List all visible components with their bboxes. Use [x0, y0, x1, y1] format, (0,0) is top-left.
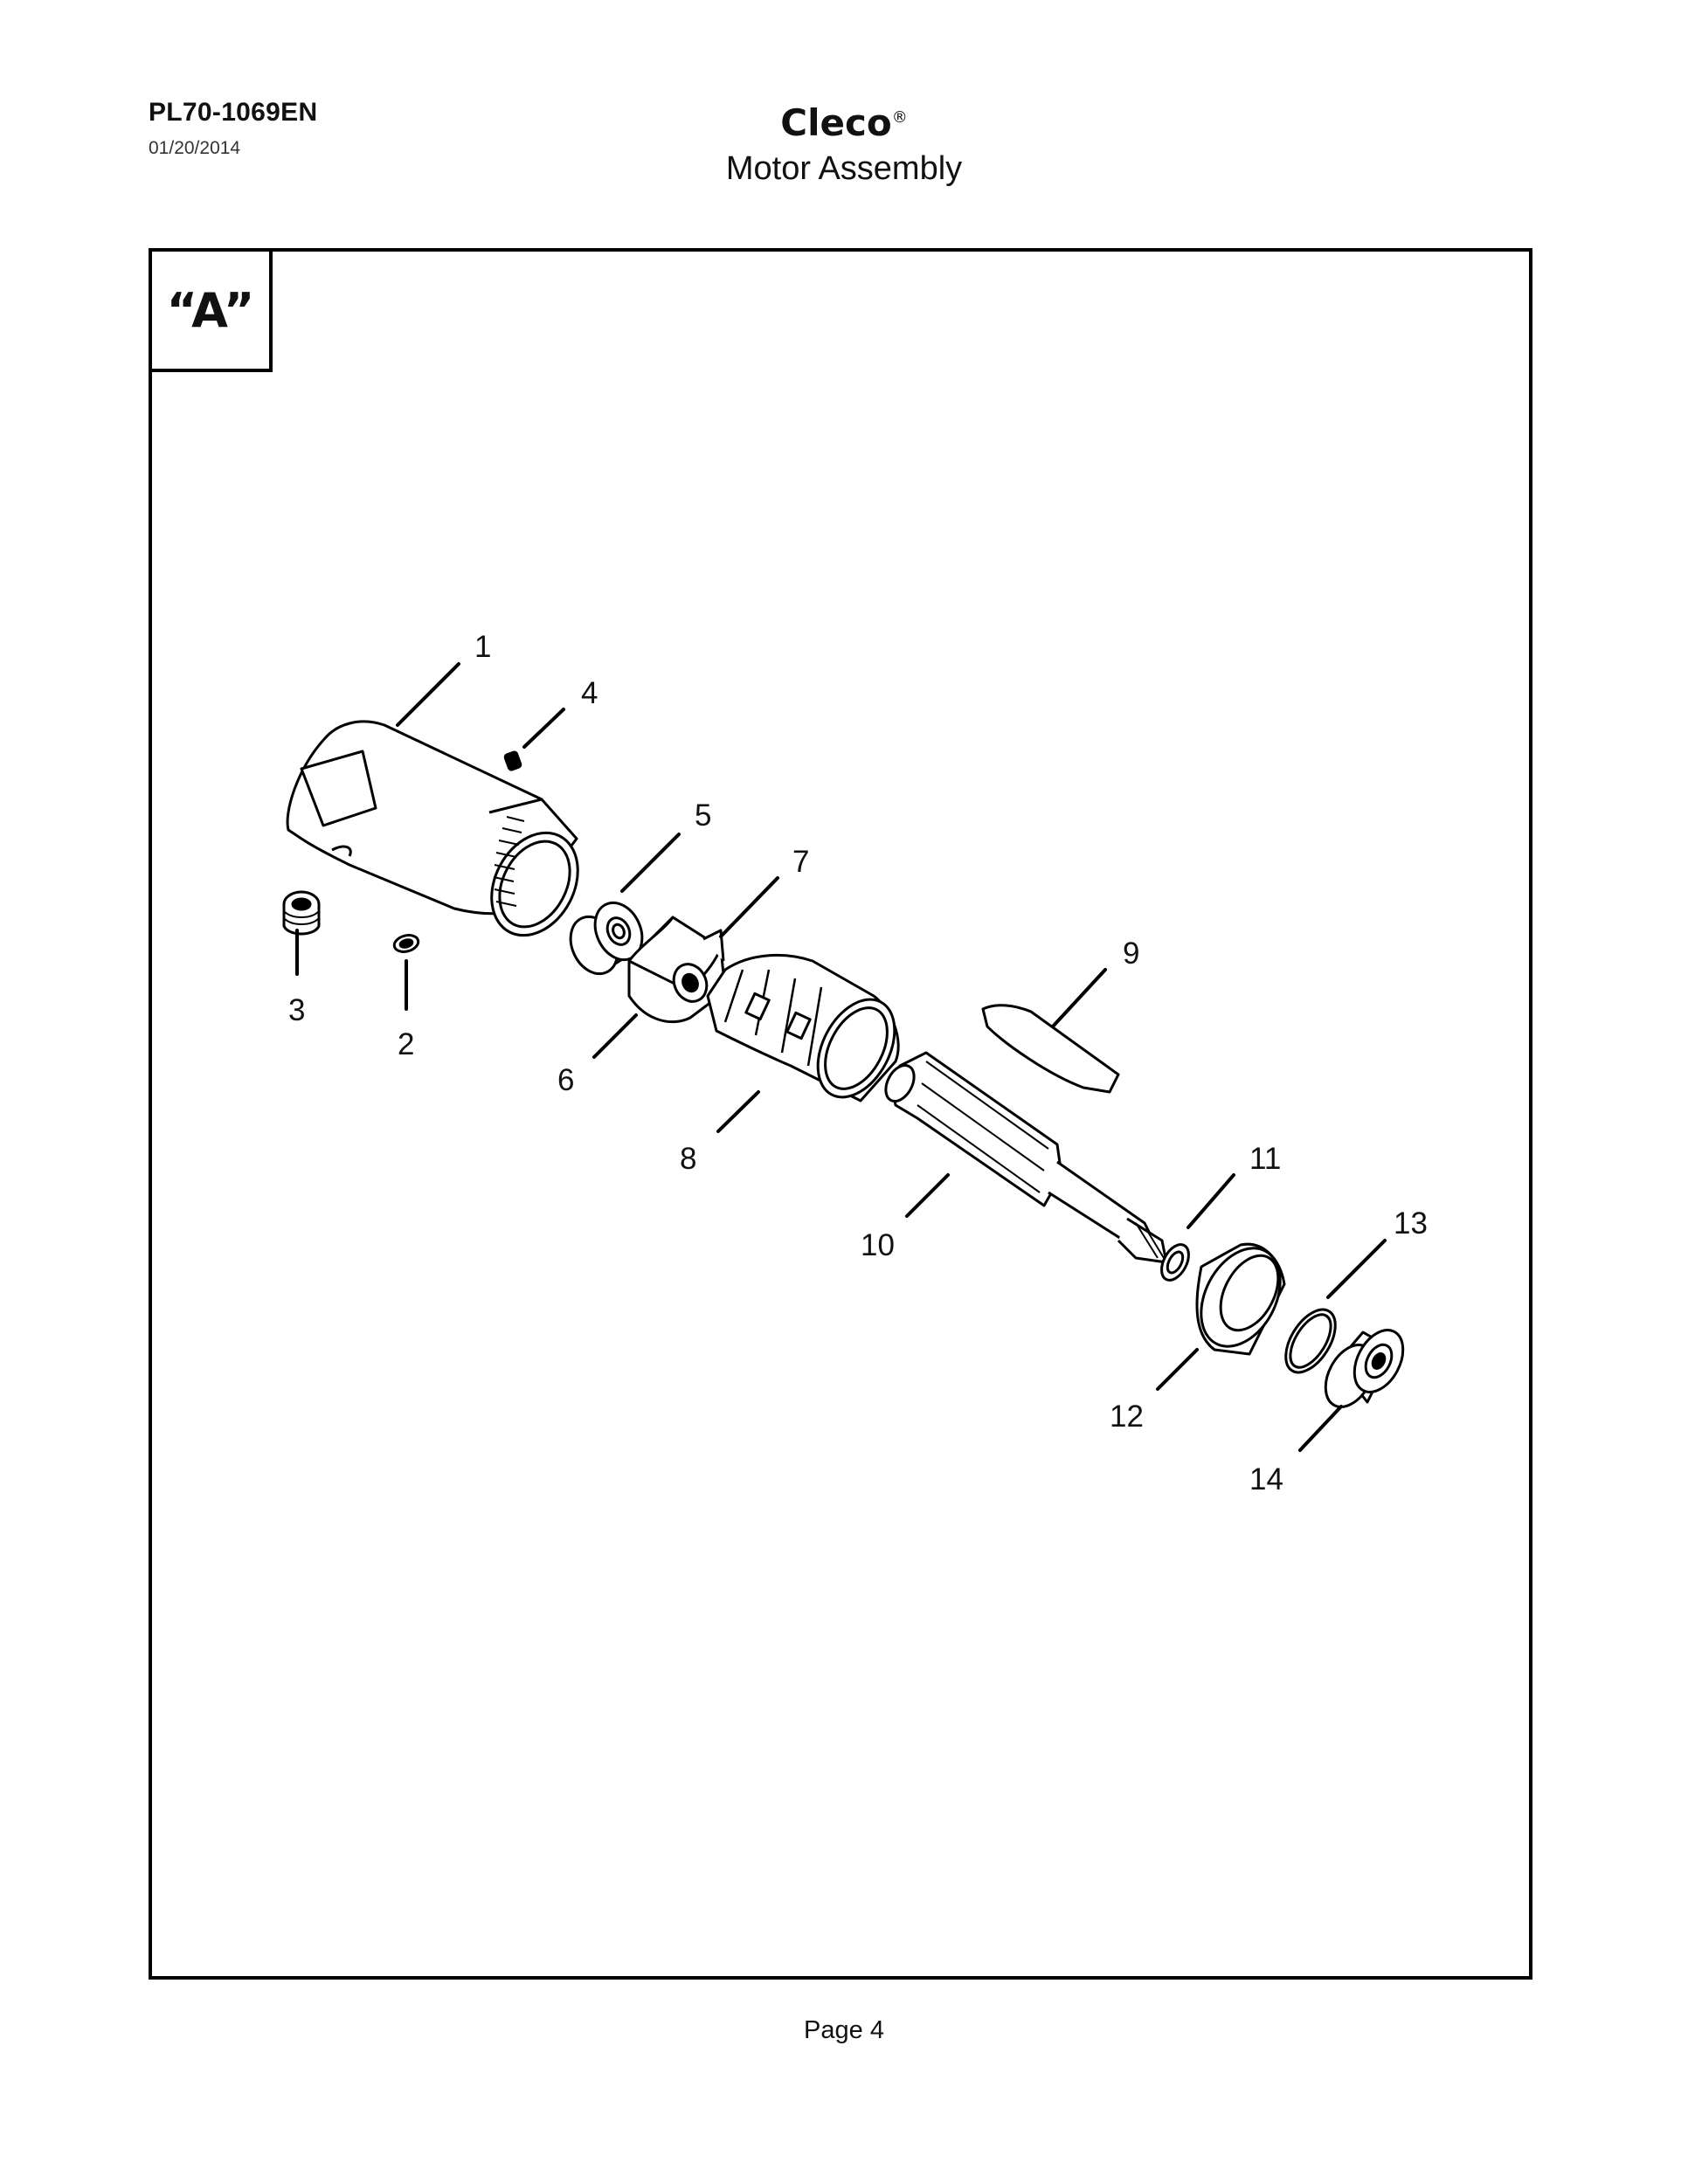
part-2-key	[392, 934, 420, 953]
diagram-frame: “A”	[149, 248, 1532, 1980]
registered-mark: ®	[891, 108, 908, 127]
leader-12	[1156, 1348, 1199, 1391]
leader-9	[1051, 968, 1107, 1028]
leader-11	[1186, 1173, 1235, 1229]
part-12-bearing-plate	[1195, 1242, 1286, 1356]
leader-1	[396, 662, 460, 727]
brand-name: Cleco	[780, 101, 892, 144]
part-5-bearing	[569, 901, 644, 976]
callout-1: 1	[474, 630, 491, 664]
document-number: PL70-1069EN	[149, 98, 318, 127]
page-number: Page 4	[804, 2016, 884, 2044]
callout-3: 3	[288, 993, 305, 1027]
leader-10	[905, 1173, 950, 1218]
callout-14: 14	[1249, 1462, 1283, 1496]
callout-12: 12	[1110, 1400, 1144, 1434]
callout-2: 2	[398, 1027, 414, 1061]
leader-6	[592, 1013, 638, 1059]
leader-lines	[295, 662, 1387, 1452]
part-10-rotor	[884, 1051, 1168, 1264]
part-3-threaded-plug	[282, 890, 321, 936]
leader-7	[719, 876, 779, 938]
document-date: 01/20/2014	[149, 138, 241, 158]
callout-labels: 1 2 3 4 5 6 7 8 9 10 11 12 13 14	[288, 630, 1428, 1496]
callout-4: 4	[581, 676, 598, 710]
leader-14	[1298, 1405, 1343, 1452]
part-8-cylinder	[706, 954, 900, 1102]
callout-6: 6	[557, 1063, 574, 1097]
callout-10: 10	[861, 1228, 895, 1262]
leader-8	[716, 1090, 760, 1133]
callout-7: 7	[792, 845, 809, 879]
part-1-housing	[286, 720, 579, 937]
part-9-vane	[981, 1004, 1120, 1094]
leader-13	[1326, 1239, 1387, 1299]
callout-9: 9	[1123, 936, 1139, 971]
leader-5	[620, 833, 681, 893]
callout-8: 8	[680, 1142, 696, 1176]
page-title: Motor Assembly	[725, 150, 963, 187]
part-4-set-screw	[503, 750, 522, 771]
callout-5: 5	[695, 798, 711, 833]
part-11-washer	[1160, 1243, 1190, 1282]
leader-4	[522, 708, 565, 749]
view-label: “A”	[152, 252, 273, 372]
part-6-end-plate	[627, 916, 727, 1024]
part-14-bearing	[1324, 1329, 1405, 1408]
brand-logo: Cleco®	[0, 101, 1688, 144]
part-13-o-ring	[1284, 1308, 1337, 1374]
callout-11: 11	[1249, 1142, 1281, 1176]
callout-13: 13	[1394, 1206, 1428, 1241]
